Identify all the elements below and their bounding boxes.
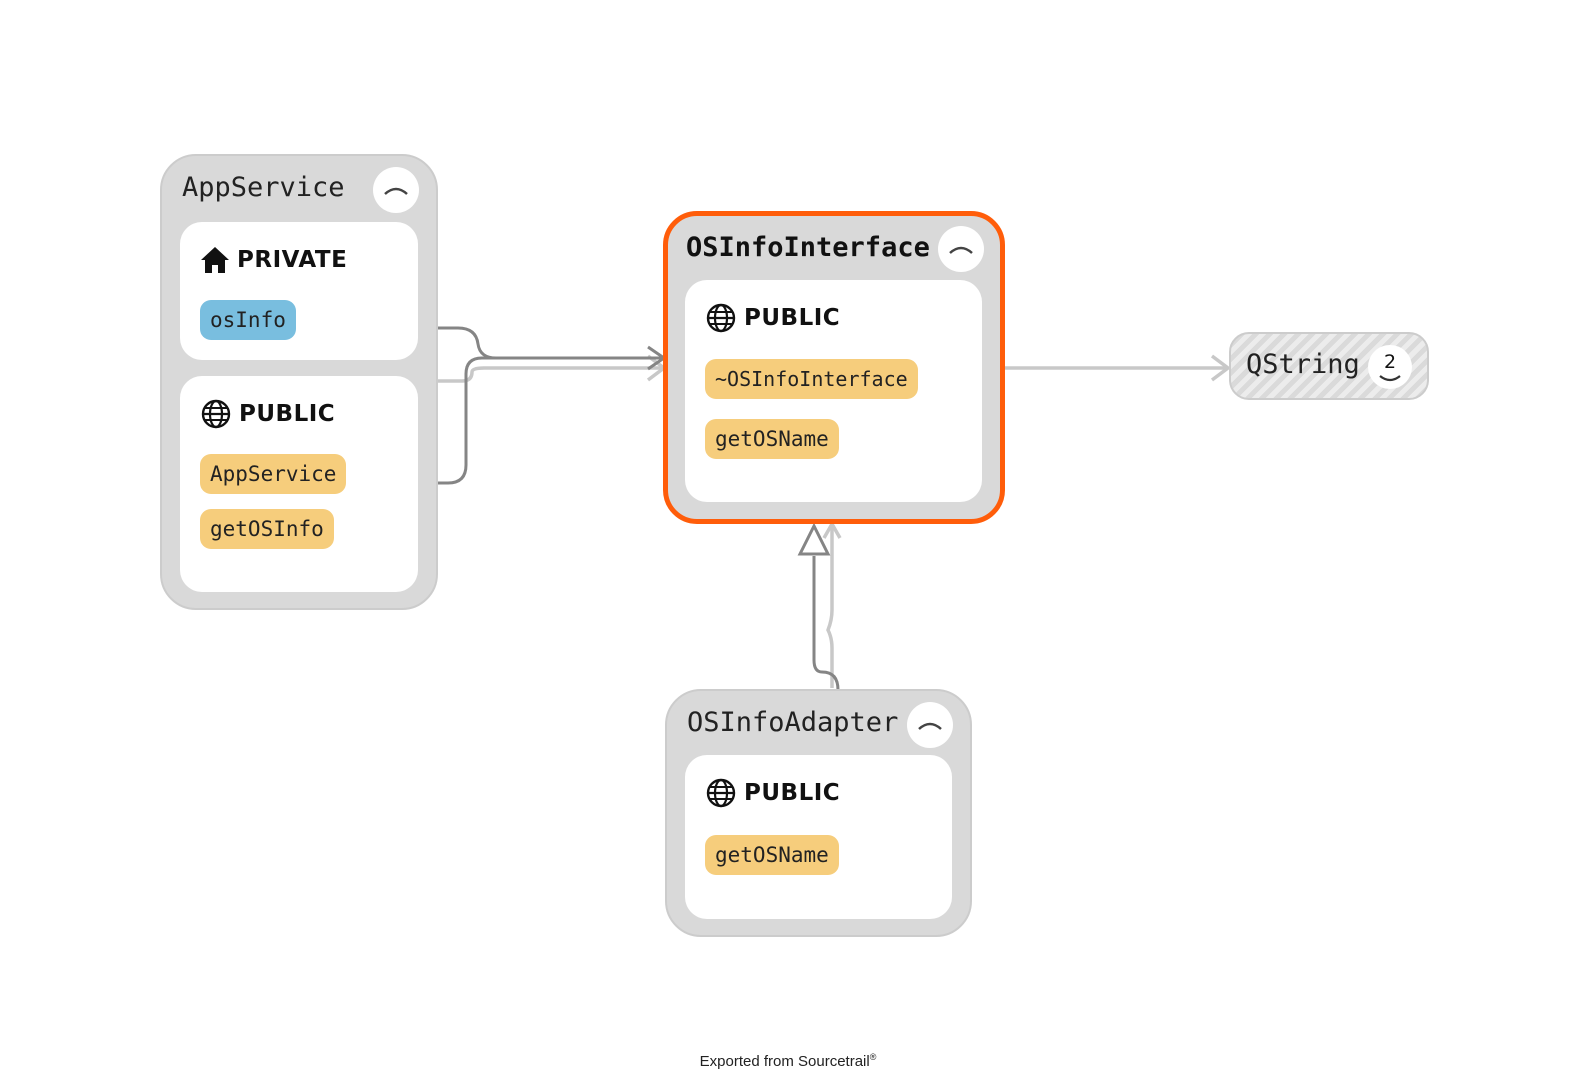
globe-icon (706, 303, 736, 333)
edge-arrowhead (822, 520, 842, 539)
member-method[interactable]: getOSName (705, 419, 839, 459)
edge-appservice-to-osinfointerface[interactable] (438, 366, 662, 383)
section-label: PRIVATE (237, 247, 348, 273)
node-appservice[interactable]: AppService PRIVATE osInfo PUBLIC AppServ… (160, 154, 438, 610)
expand-badge[interactable]: 2 (1368, 345, 1412, 389)
section-label: PUBLIC (744, 780, 841, 806)
section-public: PUBLIC getOSName (685, 755, 952, 919)
edge-arrowhead (1210, 354, 1231, 382)
node-title: AppService (182, 172, 345, 203)
node-qstring[interactable]: QString 2 (1229, 332, 1429, 400)
section-public: PUBLIC AppService getOSInfo (180, 376, 418, 592)
export-footer: Exported from Sourcetrail® (0, 1052, 1576, 1070)
chevron-up-icon (384, 187, 408, 195)
footer-text: Exported from Sourcetrail (699, 1053, 870, 1070)
member-field[interactable]: osInfo (200, 300, 296, 340)
edge-inheritance[interactable] (812, 556, 840, 691)
section-label: PUBLIC (744, 305, 841, 331)
inheritance-arrowhead (797, 522, 831, 556)
globe-icon (201, 399, 231, 429)
section-label: PUBLIC (239, 401, 336, 427)
hidden-count: 2 (1383, 351, 1397, 373)
section-private: PRIVATE osInfo (180, 222, 418, 360)
chevron-up-icon (918, 722, 942, 730)
chevron-up-icon (949, 246, 973, 254)
section-public: PUBLIC ~OSInfoInterface getOSName (685, 280, 982, 502)
node-osinfointerface[interactable]: OSInfoInterface PUBLIC ~OSInfoInterface … (663, 211, 1005, 524)
node-title: OSInfoAdapter (687, 707, 899, 738)
collapse-button[interactable] (373, 167, 419, 213)
collapse-button[interactable] (907, 702, 953, 748)
member-method[interactable]: AppService (200, 454, 347, 494)
house-icon (201, 247, 229, 273)
collapse-button[interactable] (938, 226, 984, 272)
node-osinfoadapter[interactable]: OSInfoAdapter PUBLIC getOSName (665, 689, 972, 937)
node-title: OSInfoInterface (686, 232, 930, 263)
registered-mark: ® (869, 1052, 877, 1062)
member-method[interactable]: ~OSInfoInterface (705, 359, 918, 399)
edge-adapter-light[interactable] (826, 526, 834, 688)
edge-appservice-ctor-uses[interactable] (358, 356, 500, 485)
member-method[interactable]: getOSName (705, 835, 839, 875)
globe-icon (706, 778, 736, 808)
chevron-down-icon (1379, 375, 1401, 382)
node-title: QString (1246, 349, 1360, 380)
member-method[interactable]: getOSInfo (200, 509, 334, 549)
